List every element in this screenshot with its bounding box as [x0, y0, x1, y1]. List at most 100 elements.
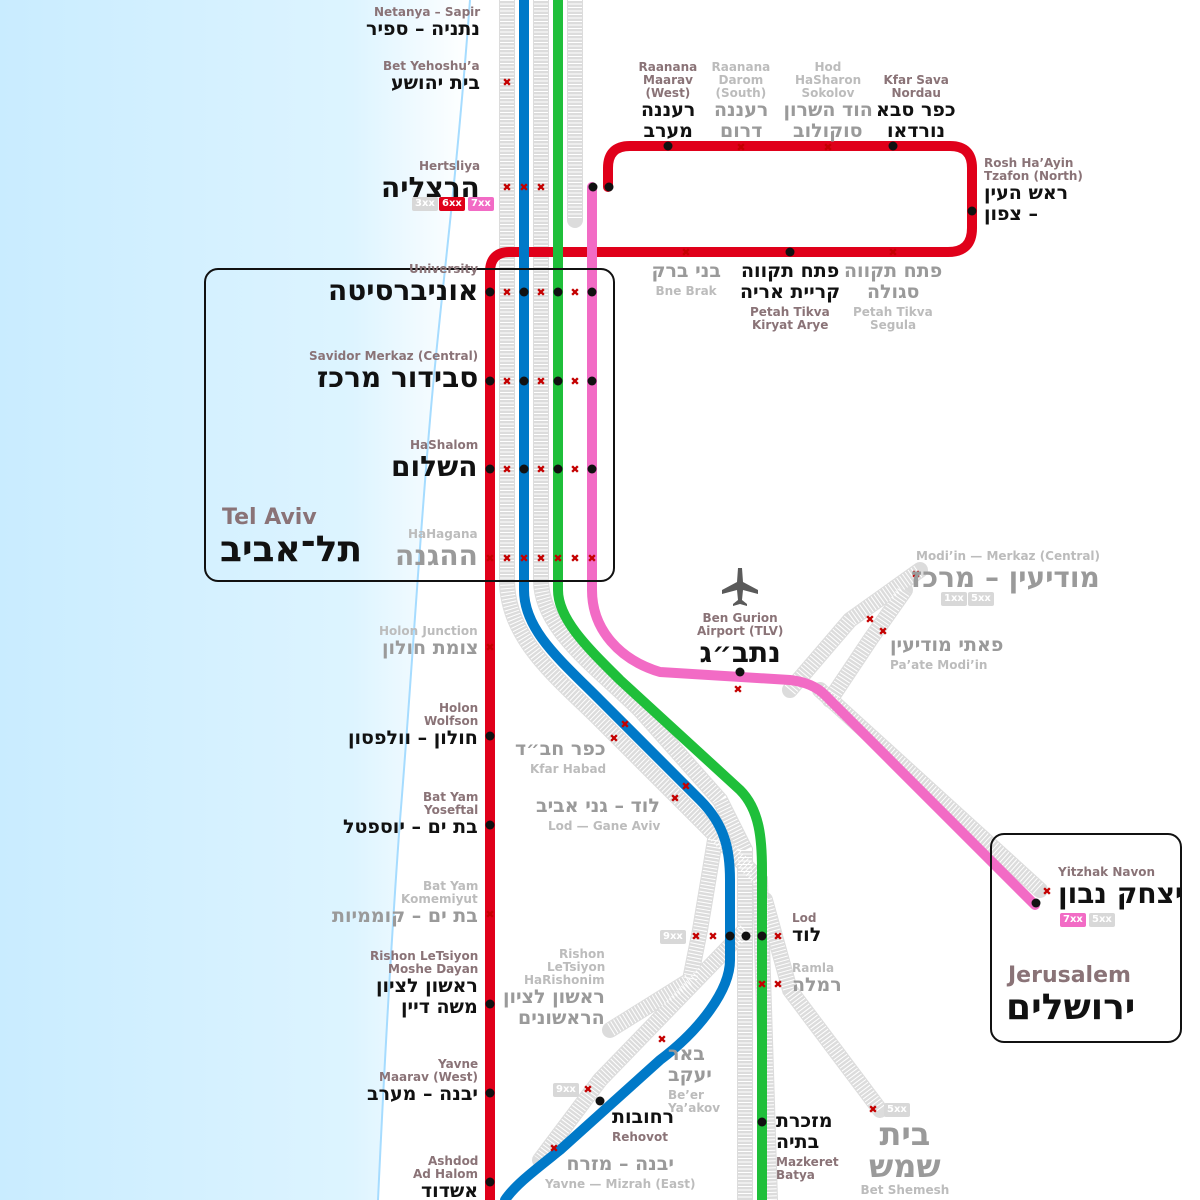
blue-line: [500, 0, 735, 1200]
station-en-raanana_south: (South): [715, 86, 767, 100]
station-en-raanana_west: (West): [645, 86, 691, 100]
station-he-ben_gurion: נתב״ג: [699, 636, 781, 669]
jerusalem-box: [990, 833, 1182, 1043]
station-he-bne_brak: בני ברק: [651, 260, 721, 282]
station-dot-icon: [1031, 898, 1041, 908]
station-he-university: אוניברסיטה: [328, 274, 479, 307]
station-en-kfar_sava: Kfar Sava: [883, 73, 949, 87]
station-he-bat_yam_komemiyut: בת ים – קוממיות: [332, 905, 478, 927]
station-dot-icon: [519, 287, 529, 297]
station-he-paate_modiin: פאתי מודיעין: [890, 634, 1004, 656]
station-dot-icon: [587, 376, 597, 386]
station-en-savidor: Savidor Merkaz (Central): [309, 349, 479, 363]
station-he-rishon_moshe_dayan: ראשון לציון: [376, 975, 478, 997]
station-en-bat_yam_yoseftal: Bat Yam: [423, 790, 479, 804]
station-he-kfar_habad: כפר חב״ד: [515, 738, 606, 760]
station-he-kfar_sava: נורדאו: [887, 120, 946, 142]
station-dot-icon: [485, 376, 495, 386]
station-en-bat_yam_komemiyut: Bat Yam: [423, 879, 479, 893]
pink-line: [587, 182, 1040, 910]
station-dot-icon: [735, 667, 745, 677]
closed-station-cross-icon: ✖: [587, 552, 596, 565]
station-en-pt_segula: Segula: [870, 318, 917, 332]
green-line: [553, 0, 767, 1200]
station-en-kfar_habad: Kfar Habad: [530, 762, 607, 776]
station-he-holon_junction: צומת חולון: [382, 637, 479, 659]
station-he-pt_kiryat_arye: פתח תקווה: [741, 260, 840, 282]
closed-station-cross-icon: ✖: [888, 246, 897, 259]
station-en-yavne_west: Maarav (West): [379, 1070, 478, 1084]
service-badge-7xx: 7xx: [468, 197, 494, 211]
closed-station-cross-icon: ✖: [773, 930, 782, 943]
coastline-edge: [377, 0, 471, 1200]
service-badge-5xx: 5xx: [1089, 913, 1115, 927]
station-he-holon_wolfson: חולון – וולפסון: [348, 727, 478, 749]
station-en-bat_yam_komemiyut: Komemiyut: [401, 892, 478, 906]
station-en-beer_yaakov: Ya’akov: [668, 1101, 721, 1115]
station-he-ramla: רמלה: [792, 974, 842, 996]
station-he-ashdod: אשדוד: [421, 1180, 479, 1200]
station-he-mazkeret_batya: מזכרת: [776, 1110, 833, 1132]
station-dot-icon: [757, 1117, 767, 1127]
station-he-rosh_haayin: – צפון: [984, 203, 1039, 225]
station-dot-icon: [519, 376, 529, 386]
tel-aviv-box: [204, 268, 615, 582]
station-he-herzliya: הרצליה: [381, 171, 480, 204]
station-en-rishon_moshe_dayan: Rishon LeTsiyon: [370, 949, 479, 963]
closed-station-cross-icon: ✖: [536, 552, 545, 565]
grey-track-modiin: [782, 562, 928, 698]
station-en-university: University: [409, 262, 479, 276]
station-en-bne_brak: Bne Brak: [655, 284, 717, 298]
closed-station-cross-icon: ✖: [670, 792, 679, 805]
service-badge-5xx: 5xx: [884, 1103, 910, 1117]
station-he-pt_segula: סגולה: [867, 281, 920, 303]
station-dot-icon: [485, 999, 495, 1009]
closed-station-cross-icon: ✖: [708, 930, 717, 943]
station-dot-icon: [485, 820, 495, 830]
city-name-en-jerusalem: Jerusalem: [1008, 963, 1131, 988]
station-he-rishon_harishonim: ראשון לציון: [503, 986, 605, 1008]
station-en-raanana_south: Darom: [718, 73, 764, 87]
coastline: [0, 0, 470, 1200]
closed-station-cross-icon: ✖: [757, 978, 766, 991]
station-he-yitzhak_navon: יצחק נבון: [1058, 877, 1184, 910]
closed-station-cross-icon: ✖: [583, 1083, 592, 1096]
closed-station-cross-icon: ✖: [773, 978, 782, 991]
station-en-pt_kiryat_arye: Kiryat Arye: [752, 318, 829, 332]
station-he-raanana_south: רעננה: [714, 99, 769, 121]
closed-station-cross-icon: ✖: [736, 141, 745, 154]
city-name-en-tel-aviv: Tel Aviv: [222, 505, 317, 530]
closed-station-cross-icon: ✖: [502, 181, 511, 194]
red-line-loop: [485, 141, 977, 1200]
grey-track-b: [533, 0, 753, 1200]
station-en-bet_yehoshua: Bet Yehoshu’a: [383, 59, 480, 73]
station-he-savidor: סבידור מרכז: [317, 361, 479, 394]
city-name-he-tel-aviv: תל־אביב: [220, 529, 363, 570]
station-dot-icon: [553, 287, 563, 297]
closed-station-cross-icon: ✖: [502, 375, 511, 388]
station-en-herzliya: Hertsliya: [419, 159, 481, 173]
service-badge-3xx: 3xx: [412, 197, 438, 211]
station-en-yavne_west: Yavne: [438, 1057, 479, 1071]
closed-station-cross-icon: ✖: [502, 76, 511, 89]
station-en-hahagana: HaHagana: [408, 527, 478, 541]
station-en-hod_hasharon: Sokolov: [801, 86, 855, 100]
closed-station-cross-icon: ✖: [536, 286, 545, 299]
station-dot-icon: [553, 464, 563, 474]
station-en-rosh_haayin: Rosh Ha’Ayin: [984, 156, 1074, 170]
station-dot-icon: [588, 182, 598, 192]
station-he-hahagana: ההגנה: [395, 539, 478, 572]
closed-station-cross-icon: ✖: [502, 286, 511, 299]
station-he-lod: לוד: [792, 924, 822, 946]
station-he-raanana_west: רעננה: [641, 99, 696, 121]
closed-station-cross-icon: ✖: [536, 463, 545, 476]
station-he-mazkeret_batya: בתיה: [776, 1131, 820, 1153]
service-badge-9xx: 9xx: [660, 930, 686, 944]
station-he-bet_yehoshua: בית יהושע: [391, 72, 481, 94]
service-badge-9xx: 9xx: [553, 1083, 579, 1097]
station-dot-icon: [485, 731, 495, 741]
station-en-raanana_south: Raanana: [711, 60, 771, 74]
station-en-hod_hasharon: HaSharon: [795, 73, 862, 87]
station-en-ben_gurion: Airport (TLV): [697, 624, 784, 638]
